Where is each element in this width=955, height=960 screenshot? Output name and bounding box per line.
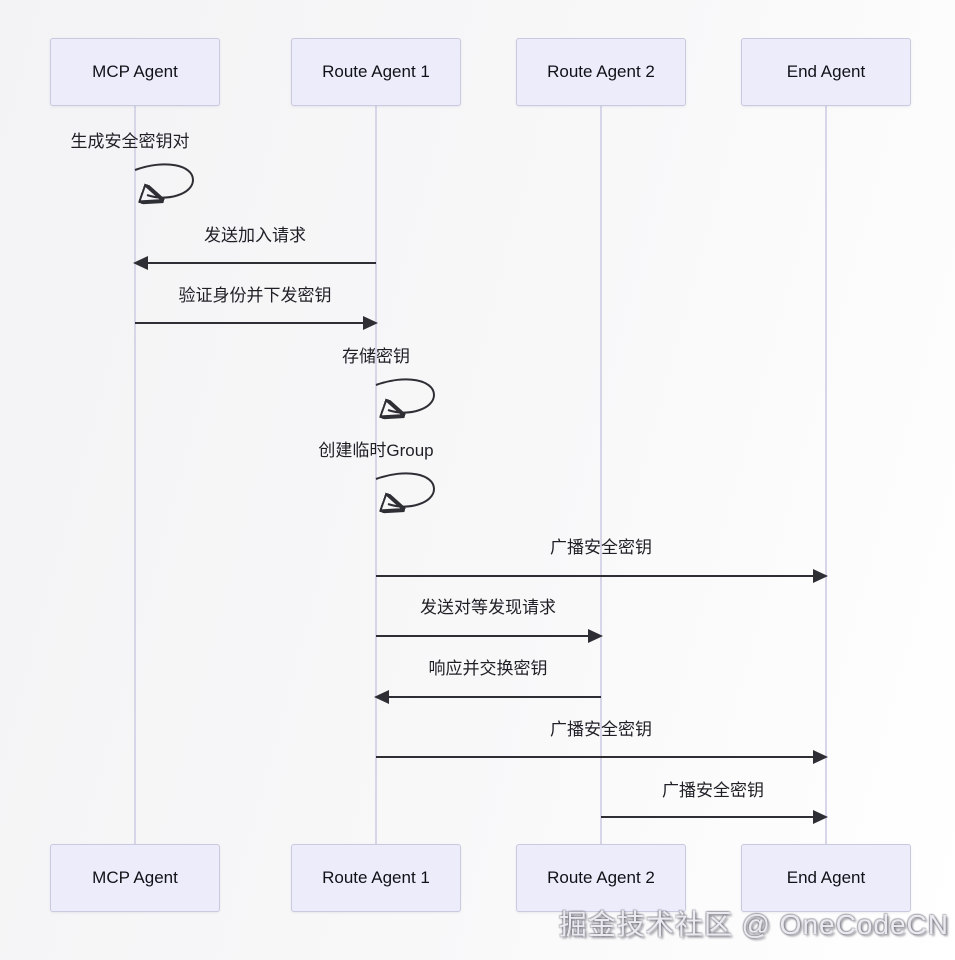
actor-label: Route Agent 2 xyxy=(547,868,655,887)
message-label-6: 广播安全密钥 xyxy=(550,538,652,557)
message-arrow-10 xyxy=(601,810,828,824)
actor-top-end-agent: End Agent xyxy=(741,38,911,106)
actor-label: End Agent xyxy=(786,62,866,81)
actor-bottom-route-agent-1: Route Agent 1 xyxy=(291,844,461,912)
message-arrow-9 xyxy=(376,750,828,764)
message-arrow-6 xyxy=(376,569,828,583)
actor-bottom-mcp-agent: MCP Agent xyxy=(50,844,220,912)
message-arrow-3 xyxy=(135,316,378,330)
lifeline-mcp-agent xyxy=(134,106,136,844)
message-label-2: 发送加入请求 xyxy=(204,226,306,245)
actor-label: MCP Agent xyxy=(92,62,178,81)
message-arrow-8 xyxy=(374,690,601,704)
message-label-9: 广播安全密钥 xyxy=(550,720,652,739)
self-loop-arrow-5 xyxy=(375,472,436,516)
lifeline-route-agent-2 xyxy=(600,106,602,844)
actor-label: Route Agent 1 xyxy=(322,868,430,887)
actor-bottom-route-agent-2: Route Agent 2 xyxy=(516,844,686,912)
message-label-8: 响应并交换密钥 xyxy=(428,659,548,678)
message-arrow-7 xyxy=(376,629,603,643)
message-label-10: 广播安全密钥 xyxy=(662,781,764,800)
lifeline-route-agent-1 xyxy=(375,106,377,844)
actor-top-route-agent-1: Route Agent 1 xyxy=(291,38,461,106)
message-arrow-2 xyxy=(133,256,376,270)
message-label-5: 创建临时Group xyxy=(318,441,434,460)
self-loop-arrow-1 xyxy=(134,163,195,207)
actor-label: MCP Agent xyxy=(92,868,178,887)
actor-label: Route Agent 1 xyxy=(322,62,430,81)
actor-top-mcp-agent: MCP Agent xyxy=(50,38,220,106)
message-label-3: 验证身份并下发密钥 xyxy=(178,286,332,305)
lifeline-end-agent xyxy=(825,106,827,844)
message-label-1: 生成安全密钥对 xyxy=(70,132,190,151)
watermark: 掘金技术社区 @ OneCodeCN xyxy=(558,909,949,940)
message-label-7: 发送对等发现请求 xyxy=(420,598,556,617)
self-loop-arrow-4 xyxy=(375,378,436,422)
actor-label: Route Agent 2 xyxy=(547,62,655,81)
actor-label: End Agent xyxy=(786,868,866,887)
message-label-4: 存储密钥 xyxy=(342,347,410,366)
actor-top-route-agent-2: Route Agent 2 xyxy=(516,38,686,106)
actor-bottom-end-agent: End Agent xyxy=(741,844,911,912)
